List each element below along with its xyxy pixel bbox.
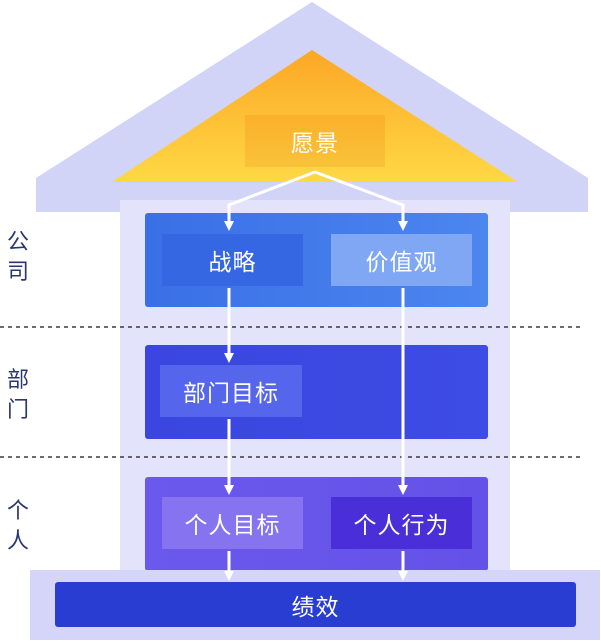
individual-behavior-box [331,497,472,549]
performance-label: 绩效 [291,594,340,621]
values-label: 价值观 [365,250,438,276]
department-goal-label: 部门目标 [183,381,279,407]
individual-goal-label: 个人目标 [184,513,281,539]
side-label-company: 公司 [6,230,29,285]
vision-label: 愿景 [291,131,339,157]
strategy-label: 战略 [208,250,257,276]
values-box [331,234,472,286]
individual-goal-box [162,497,303,549]
side-label-individual: 个人 [6,499,29,554]
strategy-box [162,234,303,286]
department-goal-box [160,365,302,417]
individual-behavior-label: 个人行为 [353,513,450,539]
arrow-vision-to-strategy [224,170,316,231]
side-label-department: 部门 [6,368,29,423]
vision-box [245,115,385,167]
foundation-bar [55,582,576,627]
arrow-vision-to-values [314,170,408,231]
